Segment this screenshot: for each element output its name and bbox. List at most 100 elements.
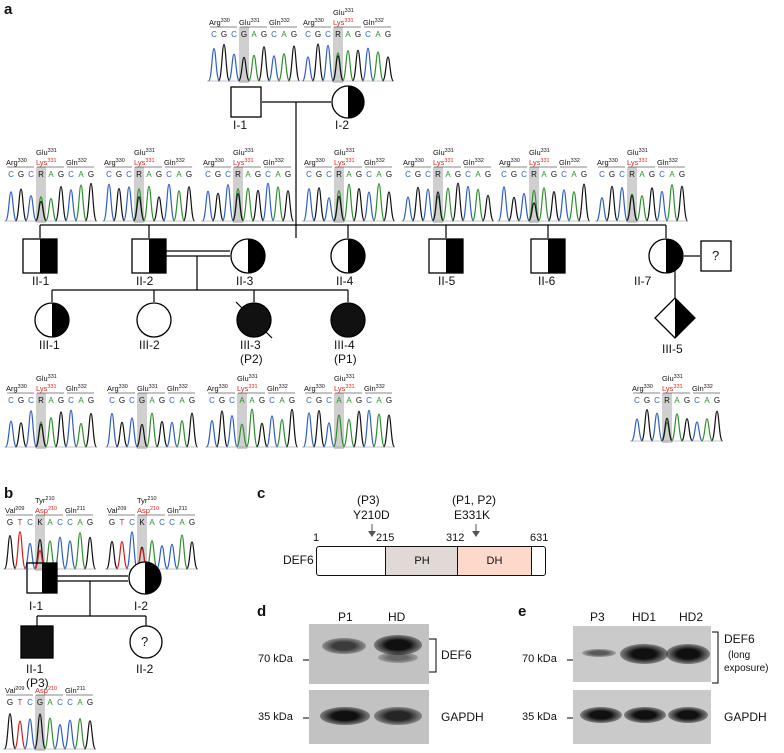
svg-text:Glu331: Glu331 <box>239 18 260 27</box>
trace-peak <box>215 410 229 448</box>
svg-text:Gln332: Gln332 <box>66 384 87 393</box>
residue-number: 331 <box>444 158 453 164</box>
residue-name: Arg <box>632 384 644 393</box>
residue-number: 209 <box>15 506 24 512</box>
base-call: G <box>88 170 94 179</box>
base-call: A <box>251 30 257 39</box>
variant-highlight <box>35 515 45 571</box>
svg-text:Arg330: Arg330 <box>104 158 125 167</box>
base-call: R <box>136 170 142 179</box>
target-def6-d: DEF6 <box>441 648 472 662</box>
svg-text:Arg330: Arg330 <box>209 18 230 27</box>
svg-text:Gln332: Gln332 <box>463 158 484 167</box>
base-call: A <box>149 518 155 527</box>
trace-peak <box>165 421 179 448</box>
svg-text:Gln332: Gln332 <box>164 158 185 167</box>
trace-peak <box>265 415 279 448</box>
residue-number: 331 <box>244 158 253 164</box>
trace-peak <box>441 187 455 222</box>
base-call: C <box>129 396 135 405</box>
trace-peak <box>577 183 590 222</box>
base-call: A <box>239 396 245 405</box>
symbol-II-4 <box>330 238 366 274</box>
variant-highlight <box>137 515 147 571</box>
base-call: C <box>306 396 312 405</box>
band-hd-gapdh <box>374 707 422 725</box>
svg-text:Glu331: Glu331 <box>334 374 355 383</box>
trace-peak <box>507 196 521 222</box>
trace-peak <box>227 53 241 82</box>
label-III-3: III-3 <box>240 338 261 352</box>
label-III-1: III-1 <box>39 338 60 352</box>
base-call: A <box>475 170 481 179</box>
residue-name: Asp <box>35 686 48 695</box>
residue-name: Gln <box>463 158 475 167</box>
base-call: C <box>8 170 14 179</box>
base-call: C <box>205 170 211 179</box>
trace-peak <box>537 187 551 222</box>
trace-peak <box>528 202 540 222</box>
trace-peak <box>221 184 235 222</box>
residue-name: Glu <box>334 148 346 157</box>
trace-peak <box>53 724 67 750</box>
symbol-II-8-unknown <box>700 240 732 272</box>
base-call: C <box>129 518 135 527</box>
trace-peak <box>372 413 386 448</box>
variant-highlight <box>333 27 343 83</box>
trace-peak <box>670 413 684 442</box>
trace-peak <box>247 54 261 82</box>
residue-name: Arg <box>499 158 511 167</box>
trace-peak <box>630 418 644 442</box>
symbol-III-5 <box>654 297 696 339</box>
base-call: A <box>77 698 83 707</box>
svg-text:Lys331: Lys331 <box>334 158 355 167</box>
position-1: 1 <box>313 532 320 544</box>
trace-peak <box>14 188 28 222</box>
panel-label-a: a <box>4 1 13 18</box>
residue-number: 332 <box>78 384 87 390</box>
trace-peak <box>342 418 356 448</box>
variant-highlight <box>529 167 539 223</box>
base-call: C <box>169 518 175 527</box>
trace-peak <box>655 190 669 222</box>
trace-peak <box>44 197 58 222</box>
mutation-e331k-label: E331K <box>454 508 491 522</box>
base-call: G <box>156 170 162 179</box>
target-gapdh-e: GAPDH <box>724 710 767 724</box>
trace-peak <box>382 191 395 222</box>
base-call: C <box>126 170 132 179</box>
svg-text:Lys331: Lys331 <box>237 384 258 393</box>
residue-number: 210 <box>45 496 54 502</box>
base-call: G <box>684 396 690 405</box>
label-II-3: II-3 <box>236 274 254 288</box>
variant-highlight <box>239 27 249 83</box>
base-call: A <box>445 170 451 179</box>
residue-number: 331 <box>47 158 56 164</box>
residue-number: 210 <box>147 496 156 502</box>
trace-peak <box>182 186 195 222</box>
residue-name: Lys <box>662 384 674 393</box>
svg-text:Lys331: Lys331 <box>529 158 550 167</box>
trace-peak <box>431 191 445 222</box>
base-call: R <box>38 396 44 405</box>
trace-peak <box>595 197 609 222</box>
residue-name: Lys <box>529 158 541 167</box>
trace-peak <box>267 55 281 82</box>
trace-peak <box>105 412 119 448</box>
residue-name: Gln <box>164 158 176 167</box>
trace-peak <box>411 186 425 222</box>
trace-peak <box>4 420 18 448</box>
base-call: A <box>78 396 84 405</box>
base-call: T <box>18 698 23 707</box>
residue-name: Glu <box>36 374 48 383</box>
trace-peak <box>625 195 639 222</box>
label-III-5: III-5 <box>662 342 683 356</box>
base-call: G <box>356 170 362 179</box>
label-b-II-1-patient: (P3) <box>26 676 49 690</box>
label-II-5: II-5 <box>438 274 456 288</box>
svg-text:Gln332: Gln332 <box>559 158 580 167</box>
